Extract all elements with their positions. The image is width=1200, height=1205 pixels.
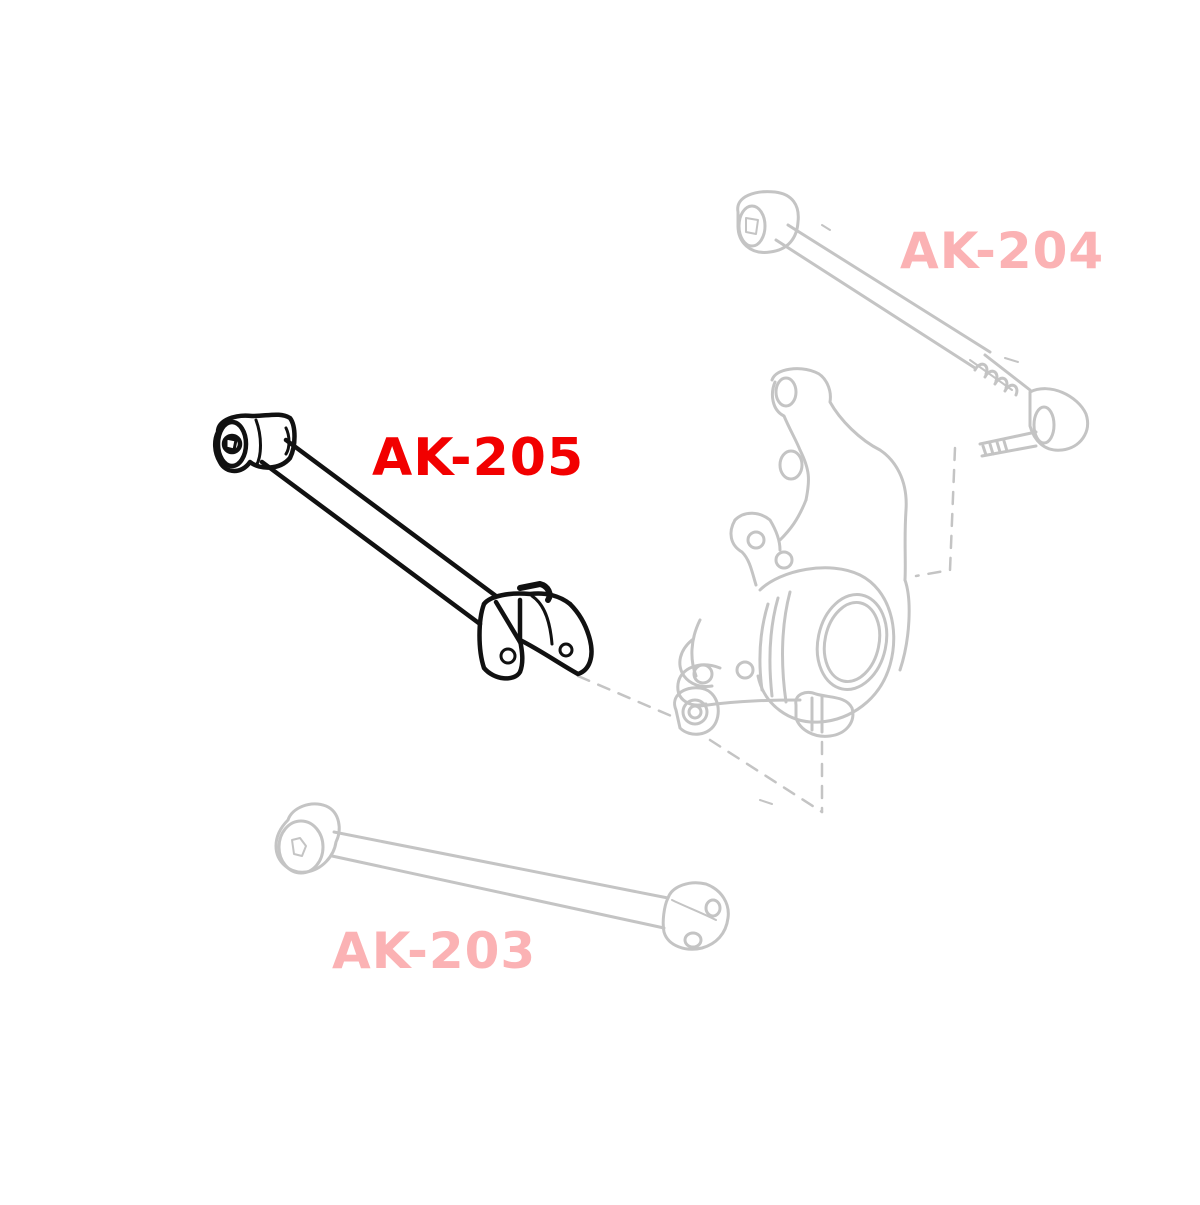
part-label-ak-205: AK-205 [372,428,585,488]
ak-204-arm-drawing [736,190,1089,458]
part-label-ak-204: AK-204 [900,222,1105,280]
hub-knuckle-drawing [673,367,911,738]
part-label-ak-203: AK-203 [332,922,537,980]
alignment-dashed-line-lower [576,674,824,814]
alignment-dashed-line-upper [914,446,957,578]
ak-203-arm-drawing [274,802,730,951]
tick-mark [759,799,773,805]
ak-205-arm-drawing [213,412,594,681]
